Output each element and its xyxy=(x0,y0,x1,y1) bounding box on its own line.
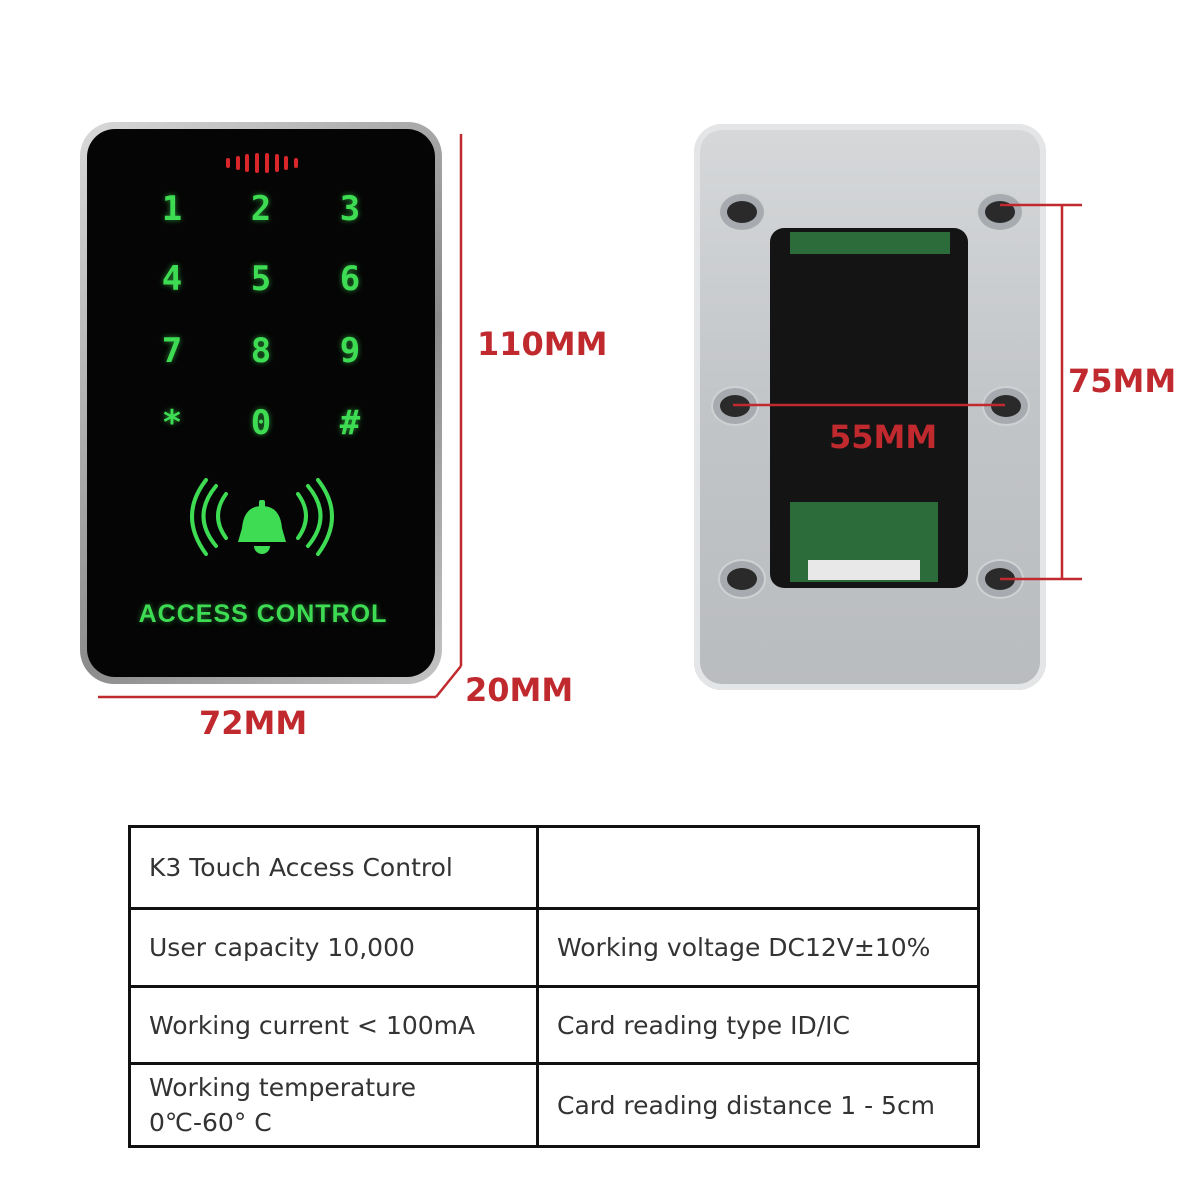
speaker-icon xyxy=(226,152,298,174)
spec-working-current: Working current < 100mA xyxy=(128,985,539,1065)
keypad-key-3[interactable]: 3 xyxy=(339,189,361,229)
spec-card-reading-distance: Card reading distance 1 - 5cm xyxy=(536,1062,980,1148)
keypad-key-7[interactable]: 7 xyxy=(161,331,183,371)
hole-horizontal-dimension-label: 55MM xyxy=(829,418,938,456)
table-row: Working current < 100mA Card reading typ… xyxy=(128,985,980,1065)
keypad-key-4[interactable]: 4 xyxy=(161,259,183,299)
keypad-key-6[interactable]: 6 xyxy=(339,259,361,299)
table-row: User capacity 10,000 Working voltage DC1… xyxy=(128,907,980,988)
keypad-key-9[interactable]: 9 xyxy=(339,331,361,371)
spec-empty-cell xyxy=(536,825,980,910)
doorbell-icon[interactable] xyxy=(186,476,338,562)
pcb-connector xyxy=(808,560,920,580)
hole-vertical-dimension-label: 75MM xyxy=(1068,362,1177,400)
mounting-hole xyxy=(985,201,1015,223)
mounting-hole xyxy=(991,395,1021,417)
spec-card-reading-type: Card reading type ID/IC xyxy=(536,985,980,1065)
front-dimension-lines xyxy=(98,134,463,699)
keypad-key-2[interactable]: 2 xyxy=(250,189,272,229)
access-control-label: ACCESS CONTROL xyxy=(138,600,388,628)
mounting-hole xyxy=(727,201,757,223)
back-dimension-lines xyxy=(733,203,1082,581)
keypad-key-8[interactable]: 8 xyxy=(250,331,272,371)
mounting-hole xyxy=(727,568,757,590)
spec-working-voltage: Working voltage DC12V±10% xyxy=(536,907,980,988)
height-dimension-label: 110MM xyxy=(477,325,608,363)
width-dimension-label: 72MM xyxy=(199,704,308,742)
spec-title: K3 Touch Access Control xyxy=(128,825,539,910)
keypad-panel xyxy=(87,129,435,677)
depth-dimension-label: 20MM xyxy=(465,671,574,709)
keypad-key-1[interactable]: 1 xyxy=(161,189,183,229)
spec-user-capacity: User capacity 10,000 xyxy=(128,907,539,988)
table-row: Working temperature 0℃-60° C Card readin… xyxy=(128,1062,980,1148)
spec-table: K3 Touch Access Control User capacity 10… xyxy=(128,825,980,1148)
keypad-key-hash[interactable]: # xyxy=(339,403,361,443)
table-row: K3 Touch Access Control xyxy=(128,825,980,910)
spec-working-temperature: Working temperature 0℃-60° C xyxy=(128,1062,539,1148)
keypad-key-0[interactable]: 0 xyxy=(250,403,272,443)
pcb-board-top xyxy=(790,232,950,254)
keypad-key-star[interactable]: * xyxy=(161,403,183,443)
keypad-key-5[interactable]: 5 xyxy=(250,259,272,299)
